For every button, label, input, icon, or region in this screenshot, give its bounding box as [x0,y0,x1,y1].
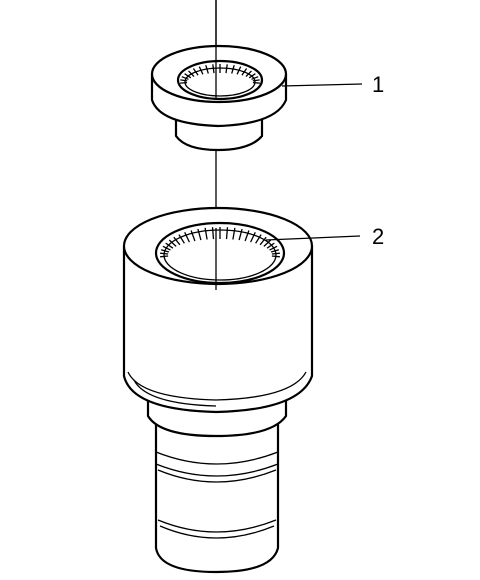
spline-tooth [252,79,260,82]
callout-1: 1 [372,72,384,97]
spline-tooth [165,242,174,249]
spline-tooth [270,249,280,253]
spline-tooth [244,230,250,242]
spline-tooth [198,66,204,75]
spline-tooth [236,66,242,75]
spline-tooth [190,230,196,242]
housing-spline-teeth [160,227,280,258]
spline-tooth [251,76,259,80]
spline-tooth [205,65,209,74]
bushing-top-face [150,44,288,104]
housing-body [122,244,314,414]
spline-tooth [188,70,195,77]
housing-top-face [122,206,314,286]
bushing-bore [176,59,264,101]
spline-tooth [225,227,229,240]
spline-tooth [238,228,243,241]
spline-tooth [184,232,190,243]
spline-tooth [178,234,185,244]
bushing-spigot [174,116,264,152]
spline-tooth [271,255,280,258]
spline-tooth [231,65,235,74]
leader-line-2 [265,235,361,241]
spline-tooth [180,81,188,84]
spline-tooth [212,64,215,74]
spline-tooth [160,255,169,258]
spline-tooth [184,73,192,79]
spline-tooth [255,234,262,244]
housing-shaft [154,416,280,574]
spline-tooth [173,236,181,246]
spline-tooth [162,245,171,251]
callout-2: 2 [372,224,384,249]
spline-tooth [266,242,275,249]
spline-tooth [250,232,256,243]
spline-tooth [252,81,260,84]
spline-tooth [259,236,267,246]
leader-line-1 [281,83,363,87]
spline-tooth [248,73,256,79]
spline-tooth [241,68,248,76]
spline-tooth [180,79,188,82]
spline-tooth [197,228,202,241]
spline-tooth [168,239,177,247]
spline-tooth [204,227,208,240]
housing-bore [154,221,286,285]
spline-tooth [269,245,278,251]
spline-tooth [192,68,199,76]
spline-tooth [160,249,170,253]
spline-tooth [263,239,272,247]
spline-tooth [160,252,169,255]
spline-tooth [211,227,215,240]
housing-part [122,206,314,574]
spline-tooth [225,64,228,74]
bushing-part [150,0,288,152]
spline-tooth [232,227,236,240]
spline-tooth [181,76,189,80]
spline-tooth [245,70,252,77]
spline-tooth [271,252,280,255]
bushing-spline-teeth [180,64,260,84]
